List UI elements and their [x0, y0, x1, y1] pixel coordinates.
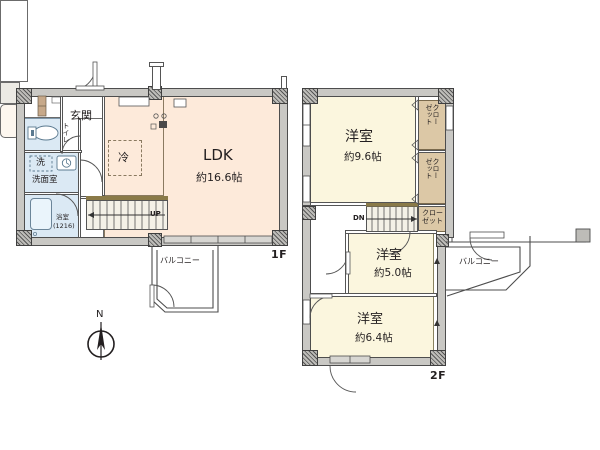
pillar-1f-balcony	[148, 233, 162, 247]
closet-middle-line1: クロー	[432, 158, 440, 179]
pillar-2f-mid-left	[302, 206, 316, 220]
kitchen-counter	[0, 0, 28, 82]
compass-icon	[87, 322, 115, 360]
label-fridge: 冷	[118, 151, 129, 164]
closet-upper	[418, 100, 446, 150]
label-bedroom-1: 洋室	[345, 129, 373, 145]
pillar-1f-top-left	[16, 88, 32, 104]
pillar-1f-top-right	[272, 88, 288, 104]
label-bedroom-2-size: 約5.0帖	[374, 267, 412, 279]
partition-ldk-left	[102, 96, 105, 196]
partition-entrance-left	[60, 96, 63, 152]
label-washroom: 洗面室	[32, 175, 58, 185]
label-balcony-2f: バルコニー	[459, 257, 499, 266]
label-bedroom-1-size: 約9.6帖	[344, 151, 382, 163]
closet-upper-line2: ゼット	[425, 104, 433, 125]
pillar-1f-bottom-left	[16, 230, 32, 246]
fridge-space	[108, 140, 142, 176]
vent-stack-cap	[149, 62, 164, 67]
label-floor-2f: 2F	[430, 369, 447, 382]
roof-riser-right	[281, 76, 287, 89]
label-bathroom-size: (1216)	[53, 222, 75, 230]
pillar-2f-bottom-left	[302, 350, 318, 366]
pillar-2f-top-right	[438, 88, 454, 104]
closet-upper-line1: クロー	[432, 104, 440, 125]
compass-rose: N	[82, 310, 122, 364]
label-balcony-1f: バルコニー	[160, 256, 200, 265]
partition-2f-closet-div2	[418, 204, 446, 207]
closet-stair-line1: クロー	[422, 209, 443, 217]
room-ldk-kitchen-extension	[104, 96, 164, 196]
label-ldk-size: 約16.6帖	[196, 171, 243, 184]
pillar-2f-bottom-right	[430, 350, 446, 366]
label-toilet: トイレ	[62, 122, 70, 143]
partition-water-right	[78, 118, 81, 238]
label-floor-1f: 1F	[271, 248, 288, 261]
label-washer: 洗	[36, 158, 46, 168]
bathtub	[30, 198, 52, 230]
floor-1f-group: LDK 約16.6帖 玄関 トイレ 洗面室 洗 浴室 (1216) 冷 UP バ…	[0, 0, 600, 313]
label-bedroom-3-size: 約6.4帖	[355, 332, 393, 344]
label-closet-upper: クロー ゼット	[420, 104, 444, 148]
compass-north-label: N	[96, 309, 104, 320]
label-bathroom: 浴室	[56, 213, 69, 221]
label-ldk: LDK	[203, 146, 233, 164]
partition-2f-closet-div	[418, 150, 446, 153]
label-closet-stair: クロー ゼット	[419, 209, 446, 225]
label-entrance: 玄関	[70, 109, 92, 122]
closet-stair-line2: ゼット	[422, 217, 443, 226]
pillar-2f-balcony-corner	[436, 234, 449, 247]
label-stairs-up-1f: UP	[150, 210, 161, 218]
label-closet-middle: クロー ゼット	[420, 158, 444, 202]
label-bedroom-3: 洋室	[357, 312, 384, 327]
label-stairs-dn-2f: DN	[353, 214, 365, 222]
label-bedroom-2: 洋室	[376, 248, 403, 263]
pillar-2f-top-left	[302, 88, 318, 104]
closet-middle-line2: ゼット	[425, 158, 433, 179]
pillar-1f-bottom-right	[272, 230, 288, 246]
